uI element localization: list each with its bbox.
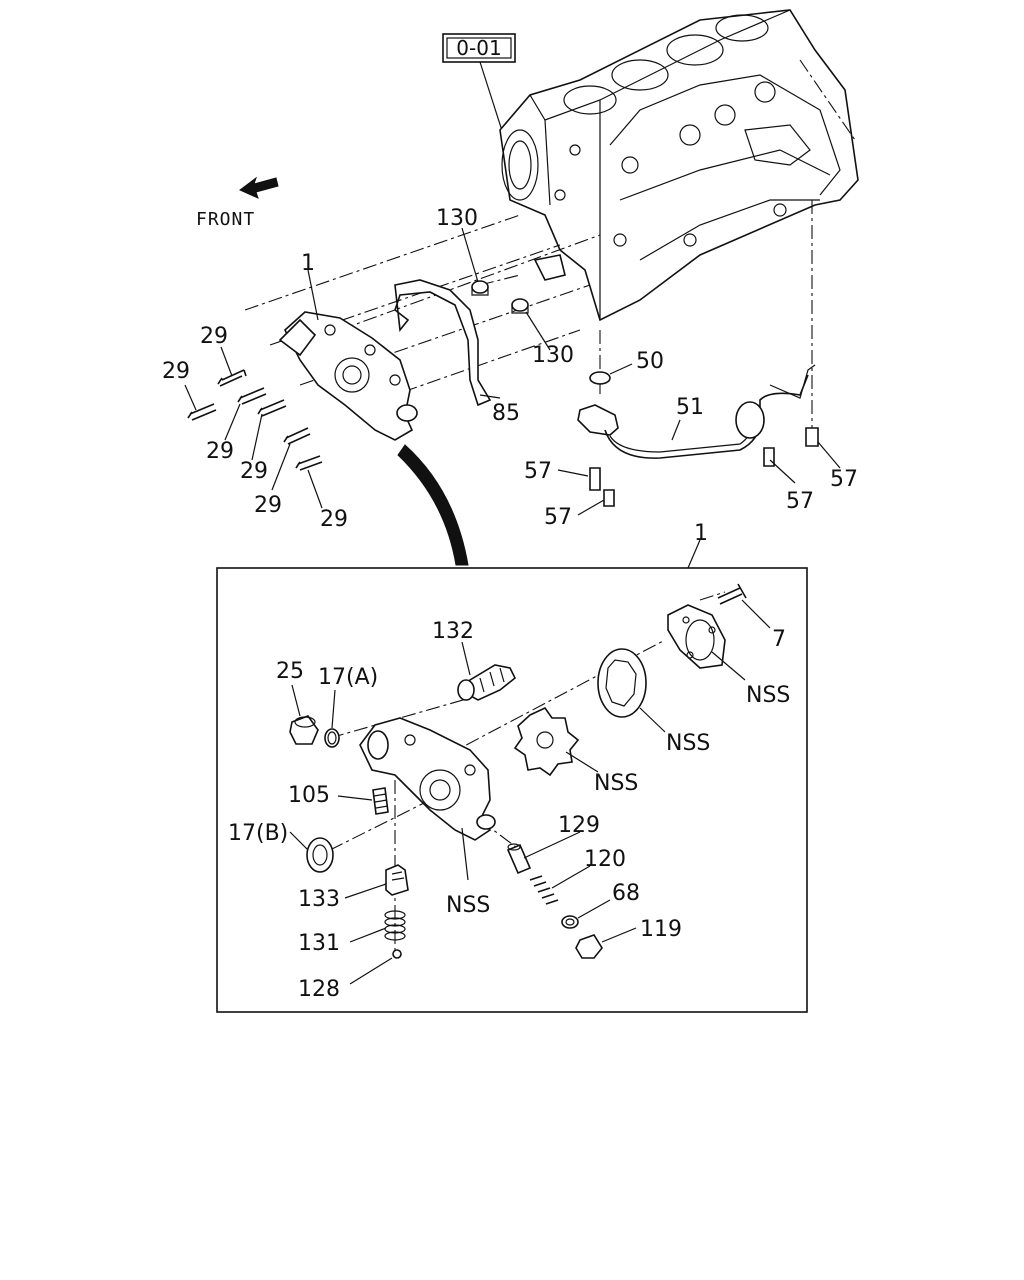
callout-7: 7 (772, 627, 786, 652)
part-133-relief-valve[interactable] (385, 864, 409, 896)
part-nss-inner-rotor[interactable] (513, 706, 580, 777)
callout-1-box: 1 (694, 521, 708, 546)
callout-85: 85 (492, 401, 520, 426)
part-50-gasket[interactable] (589, 371, 611, 385)
part-120-spring[interactable] (529, 875, 559, 905)
detail-box-leader (687, 539, 701, 569)
callout-29-a: 29 (200, 324, 228, 349)
part-57-bolt-b[interactable] (603, 489, 615, 507)
part-128-ball[interactable] (392, 949, 402, 959)
callout-29-f: 29 (320, 507, 348, 532)
callout-128: 128 (298, 977, 340, 1002)
part-130-bushing-lower[interactable] (511, 298, 529, 314)
callout-1-top: 1 (301, 251, 315, 276)
callout-130-b: 130 (532, 343, 574, 368)
callout-57-a: 57 (524, 459, 552, 484)
callout-105: 105 (288, 783, 330, 808)
part-29-bolt-a[interactable] (217, 369, 247, 387)
part-nss-outer-rotor[interactable] (597, 648, 647, 718)
callout-57-d: 57 (830, 467, 858, 492)
callout-29-d: 29 (240, 459, 268, 484)
front-arrow-icon (239, 176, 279, 199)
callout-29-c: 29 (206, 439, 234, 464)
part-51-oil-strainer[interactable] (577, 364, 816, 459)
part-17a-oring[interactable] (324, 728, 340, 748)
reference-leader (479, 61, 506, 141)
engine-block (499, 9, 859, 322)
leader-lines (184, 227, 841, 985)
callout-nss-cover: NSS (746, 683, 790, 708)
callout-17a: 17(A) (318, 665, 378, 690)
callout-nss-inner-rotor: NSS (594, 771, 638, 796)
part-25-plug[interactable] (289, 715, 319, 745)
part-7-screw[interactable] (717, 583, 747, 605)
callout-labels: 1 29 29 29 29 29 29 130 130 85 50 51 57 … (162, 206, 858, 1002)
part-29-bolt-f[interactable] (295, 455, 323, 471)
callout-132: 132 (432, 619, 474, 644)
callout-51: 51 (676, 395, 704, 420)
callout-133: 133 (298, 887, 340, 912)
callout-68: 68 (612, 881, 640, 906)
part-119-plug[interactable] (575, 934, 603, 959)
callout-17b: 17(B) (228, 821, 288, 846)
reference-box-label: 0-01 (456, 36, 501, 60)
part-29-bolt-c[interactable] (237, 387, 267, 405)
part-132-sensor[interactable] (457, 664, 517, 701)
part-57-bolt-a[interactable] (589, 467, 601, 491)
part-29-bolt-e[interactable] (283, 427, 311, 445)
callout-57-b: 57 (544, 505, 572, 530)
part-57-bolt-d[interactable] (805, 427, 819, 447)
part-17b-seal[interactable] (306, 837, 334, 873)
part-105-fitting[interactable] (372, 787, 389, 815)
part-130-bushing-upper[interactable] (471, 280, 489, 296)
part-57-bolt-c[interactable] (763, 447, 775, 467)
callout-120: 120 (584, 847, 626, 872)
callout-nss-body: NSS (446, 893, 490, 918)
part-29-bolt-b[interactable] (187, 403, 217, 421)
callout-119: 119 (640, 917, 682, 942)
part-85-gasket[interactable] (394, 279, 492, 407)
callout-50: 50 (636, 349, 664, 374)
callout-29-b: 29 (162, 359, 190, 384)
part-nss-cover[interactable] (667, 604, 726, 669)
callout-130-a: 130 (436, 206, 478, 231)
callout-57-c: 57 (786, 489, 814, 514)
reference-box[interactable]: 0-01 (442, 33, 516, 63)
callout-129: 129 (558, 813, 600, 838)
callout-29-e: 29 (254, 493, 282, 518)
part-68-washer[interactable] (561, 915, 579, 929)
oil-pump-body[interactable] (359, 717, 496, 841)
callout-131: 131 (298, 931, 340, 956)
part-129-plunger[interactable] (506, 843, 532, 875)
part-1-oil-pump-assembly[interactable] (278, 311, 418, 441)
callout-nss-outer-rotor: NSS (666, 731, 710, 756)
front-label: FRONT (196, 209, 255, 230)
callout-25: 25 (276, 659, 304, 684)
part-29-bolt-d[interactable] (257, 399, 287, 417)
detail-box (216, 567, 808, 1013)
detail-arrow-icon (397, 444, 469, 566)
